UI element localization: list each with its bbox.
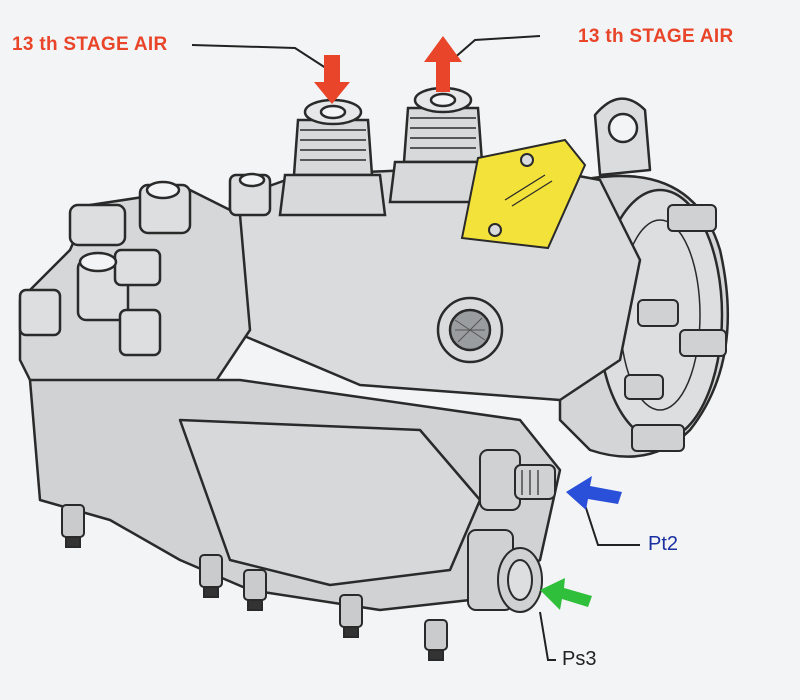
inlet-fitting bbox=[278, 98, 387, 217]
cover-bolts bbox=[624, 204, 727, 452]
arrow-left-icon bbox=[566, 476, 622, 510]
stage-air-outlet-label: 13 th STAGE AIR bbox=[578, 26, 734, 47]
bottom-studs bbox=[61, 504, 448, 661]
data-plate bbox=[460, 138, 587, 250]
outlet-fitting bbox=[388, 86, 497, 204]
stage-air-inlet-label: 13 th STAGE AIR bbox=[12, 34, 168, 55]
pt2-label: Pt2 bbox=[648, 533, 679, 555]
arrow-left-icon bbox=[540, 578, 592, 610]
pt2-port bbox=[479, 449, 556, 511]
ps3-label: Ps3 bbox=[562, 648, 597, 670]
leader-lines bbox=[191, 35, 640, 661]
arrow-down-icon bbox=[314, 55, 350, 104]
ps3-port bbox=[467, 529, 543, 613]
arrow-up-icon bbox=[424, 36, 462, 92]
